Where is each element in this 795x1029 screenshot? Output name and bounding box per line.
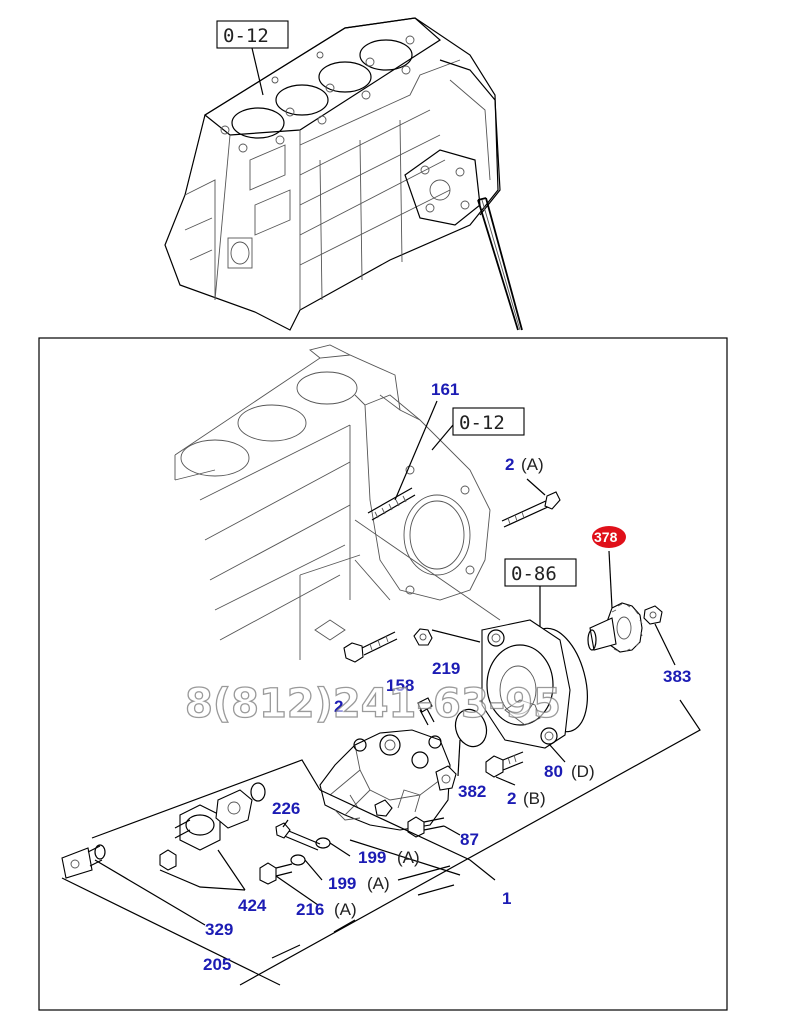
detail-frame bbox=[38, 337, 728, 1011]
washer-158[interactable] bbox=[413, 628, 433, 646]
part-226[interactable]: 226 bbox=[272, 799, 300, 818]
part-199a-bottom[interactable]: 199 bbox=[328, 874, 356, 893]
stud-161[interactable] bbox=[367, 487, 416, 521]
part-378-badge[interactable]: 378 bbox=[592, 526, 626, 548]
part-329[interactable]: 329 bbox=[205, 920, 233, 939]
sensor-329[interactable] bbox=[61, 845, 103, 879]
ref-box-inner-label: 0-12 bbox=[459, 412, 505, 434]
nut-383[interactable] bbox=[643, 605, 663, 625]
oring-329[interactable] bbox=[94, 844, 106, 860]
oring-424[interactable] bbox=[250, 782, 266, 802]
part-424[interactable]: 424 bbox=[238, 896, 267, 915]
part-2c[interactable]: 2 bbox=[334, 697, 343, 716]
part-80[interactable]: 80 bbox=[544, 762, 563, 781]
assembly-lines bbox=[61, 699, 701, 986]
ref-box-inner[interactable]: 0-12 bbox=[452, 407, 525, 436]
part-378: 378 bbox=[594, 529, 618, 545]
bolt-226[interactable] bbox=[275, 822, 321, 851]
part-158[interactable]: 158 bbox=[386, 676, 414, 695]
ref-box-pump-label: 0-86 bbox=[511, 563, 557, 585]
part-199a-bottom-suffix: (A) bbox=[367, 874, 390, 893]
engine-block-overview bbox=[164, 17, 523, 331]
bolt-87[interactable] bbox=[407, 816, 445, 838]
phone-watermark: 8(812)241-63-95 bbox=[185, 681, 561, 727]
part-383[interactable]: 383 bbox=[663, 667, 691, 686]
part-199a-top[interactable]: 199 bbox=[358, 848, 386, 867]
bolt-158[interactable] bbox=[343, 631, 398, 663]
detail-engine-block bbox=[174, 344, 501, 660]
part-1[interactable]: 1 bbox=[502, 889, 511, 908]
part-2b-suffix: (B) bbox=[523, 789, 546, 808]
ref-box-top[interactable]: 0-12 bbox=[216, 20, 289, 49]
bolt-2c[interactable] bbox=[417, 697, 435, 726]
oring-382[interactable] bbox=[450, 705, 491, 751]
part-205[interactable]: 205 bbox=[203, 955, 231, 974]
part-2a[interactable]: 2 bbox=[505, 455, 514, 474]
part-216a[interactable]: 216 bbox=[296, 900, 324, 919]
ref-box-top-label: 0-12 bbox=[223, 25, 269, 47]
part-80-suffix: (D) bbox=[571, 762, 595, 781]
washer-199a-bottom[interactable] bbox=[290, 854, 306, 866]
bolt-2b[interactable] bbox=[485, 751, 524, 778]
part-382[interactable]: 382 bbox=[458, 782, 486, 801]
bolt-216a[interactable] bbox=[259, 862, 293, 885]
part-2a-suffix: (A) bbox=[521, 455, 544, 474]
fuel-pump-body[interactable] bbox=[319, 729, 457, 831]
part-161[interactable]: 161 bbox=[431, 380, 459, 399]
solenoid-424[interactable] bbox=[159, 789, 253, 871]
part-2b[interactable]: 2 bbox=[507, 789, 516, 808]
part-199a-top-suffix: (A) bbox=[397, 848, 420, 867]
part-87[interactable]: 87 bbox=[460, 830, 479, 849]
bolt-2a[interactable] bbox=[501, 491, 561, 528]
pump-flange[interactable] bbox=[481, 619, 571, 749]
part-216a-suffix: (A) bbox=[334, 900, 357, 919]
part-219[interactable]: 219 bbox=[432, 659, 460, 678]
ref-box-pump[interactable]: 0-86 bbox=[504, 558, 577, 587]
gear-378[interactable] bbox=[587, 602, 643, 653]
